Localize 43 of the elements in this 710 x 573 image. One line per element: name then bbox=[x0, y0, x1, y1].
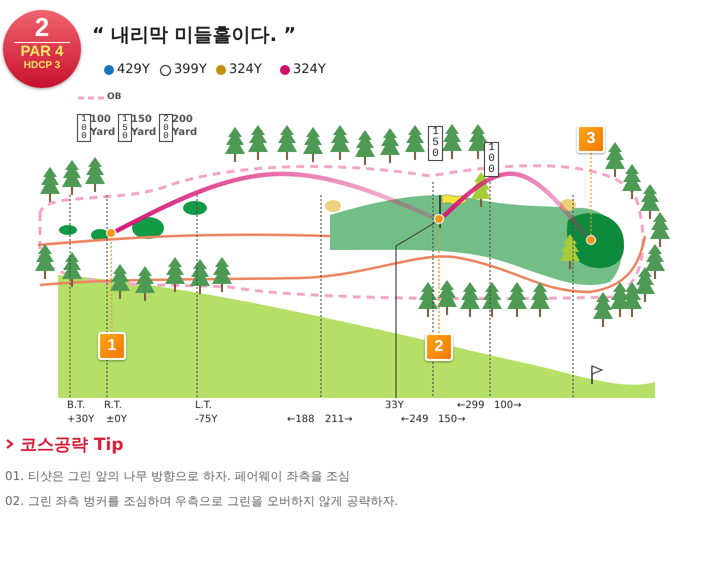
distance-label: 33Y bbox=[385, 400, 404, 411]
distance-label: 211→ bbox=[325, 414, 352, 425]
ball-flight-arc bbox=[114, 172, 435, 234]
distance-label: ±0Y bbox=[106, 414, 127, 425]
distance-label: ←188 bbox=[287, 414, 314, 425]
distance-label: -75Y bbox=[195, 414, 218, 425]
legend-text: 429Y bbox=[117, 62, 150, 78]
hole-number-badge bbox=[3, 10, 81, 88]
distance-label: 100→ bbox=[494, 400, 522, 411]
legend-text: 200 Yard bbox=[172, 114, 198, 139]
legend-text: 324Y bbox=[229, 62, 262, 78]
callout-number: 3 bbox=[577, 125, 605, 153]
legend-text: 150 Yard bbox=[131, 114, 158, 139]
callout-number: 1 bbox=[98, 332, 126, 360]
hole-number: 2 bbox=[34, 13, 50, 42]
leader-line bbox=[110, 238, 113, 332]
distance-label: 150→ bbox=[438, 414, 466, 425]
legend-text: 100 Yard bbox=[90, 114, 116, 139]
legend-text: 399Y bbox=[174, 62, 207, 78]
tip-text: 02. 그린 좌측 벙커를 조심하며 우측으로 그린을 오버하지 않게 공략하자. bbox=[5, 493, 398, 510]
tip-text: 01. 티샷은 그린 앞의 나무 방향으로 하자. 페어웨이 좌측을 조심 bbox=[5, 468, 350, 485]
yardage-marker: 100 bbox=[77, 114, 91, 142]
title: “ 내리막 미들홀이다. ” bbox=[92, 23, 296, 48]
yardage-marker: 100 bbox=[484, 142, 499, 177]
section-heading: 코스공략 Tip bbox=[20, 434, 124, 456]
distance-label: ←299 bbox=[457, 400, 484, 411]
par-text: PAR 4 bbox=[14, 42, 70, 60]
ball-flight-arc bbox=[442, 172, 588, 238]
distance-label: L.T. bbox=[195, 400, 212, 411]
legend-text: OB bbox=[107, 92, 122, 104]
leader-line bbox=[590, 153, 592, 235]
handicap-text: HDCP 3 bbox=[24, 60, 60, 72]
yardage-marker: 150 bbox=[428, 126, 443, 161]
leader-line bbox=[438, 224, 440, 333]
legend-text: 324Y bbox=[293, 62, 326, 78]
distance-label: B.T. bbox=[67, 400, 86, 411]
callout-number: 2 bbox=[425, 333, 453, 361]
yardage-marker: 200 bbox=[159, 114, 173, 142]
ball-position-marker bbox=[106, 228, 116, 238]
yardage-marker: 150 bbox=[118, 114, 132, 142]
distance-label: ←249 bbox=[401, 414, 428, 425]
distance-label: R.T. bbox=[104, 400, 122, 411]
distance-label: +30Y bbox=[67, 414, 94, 425]
